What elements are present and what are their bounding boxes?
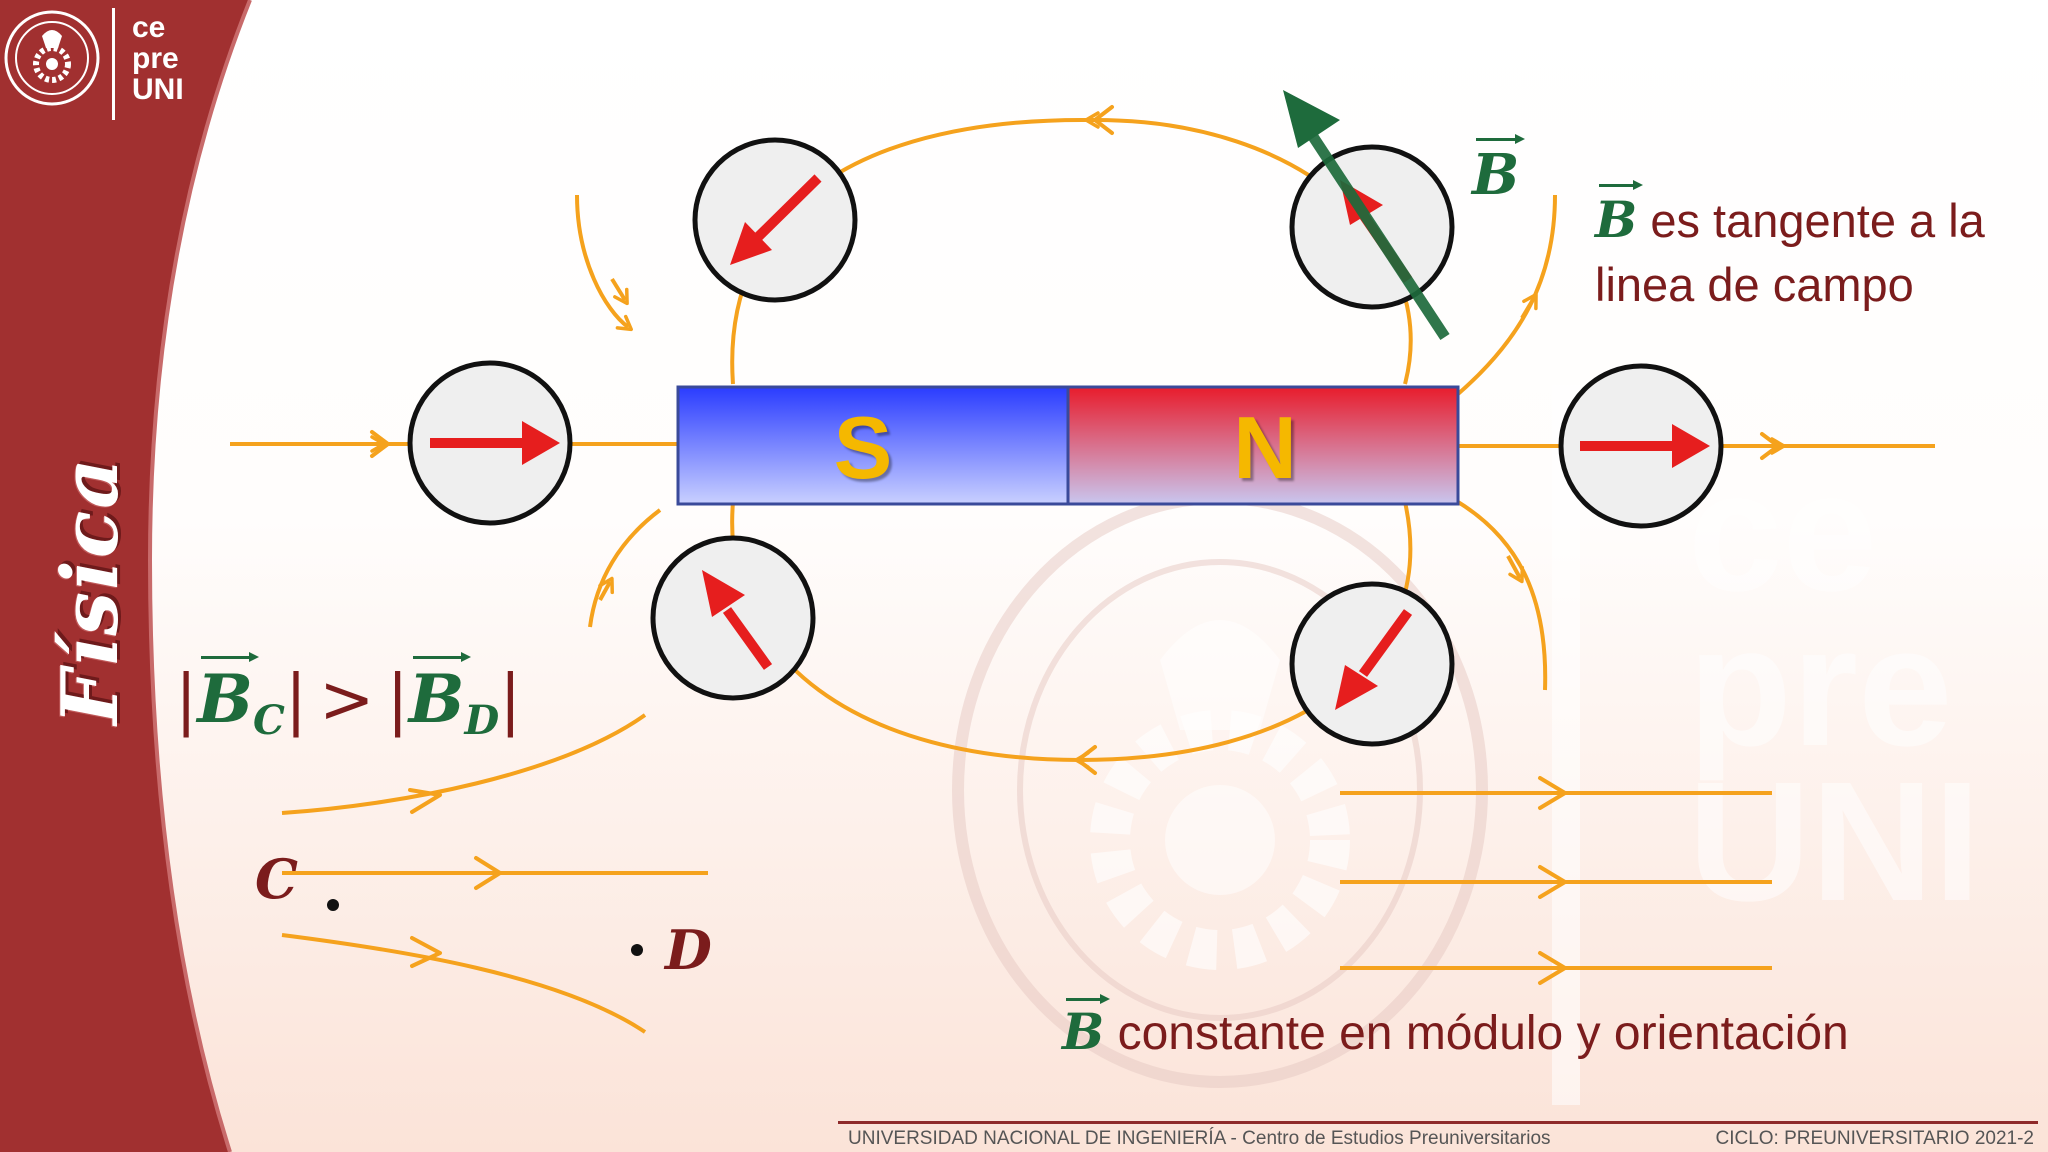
- field-lines-uniform: [1340, 791, 1772, 970]
- watermark-line-pre: pre: [1688, 592, 1953, 782]
- constant-caption-b-symbol: B: [1062, 994, 1111, 1061]
- compare-sub-d: D: [464, 697, 500, 744]
- constant-caption-text: constante en módulo y orientación: [1117, 1007, 1849, 1060]
- field-lines-converging: [281, 713, 708, 1034]
- point-c-dot: [327, 899, 339, 911]
- field-arrow-marks: [370, 105, 1780, 775]
- compass-bottom-right: [1289, 581, 1455, 747]
- field-magnitude-comparison: |BC|>|BD|: [175, 652, 521, 744]
- uniform-arrow-marks: [1538, 776, 1567, 985]
- b-vector-symbol: B: [1472, 134, 1526, 208]
- field-line-lower-left: [588, 508, 662, 628]
- watermark-line-uni: UNI: [1688, 747, 1981, 937]
- field-line-upper-right-outer: [1520, 292, 1538, 320]
- footer: UNIVERSIDAD NACIONAL DE INGENIERÍA - Cen…: [838, 1121, 2038, 1150]
- tangent-caption-line1: es tangente a la: [1650, 194, 1985, 247]
- university-seal-icon: [4, 10, 100, 106]
- footer-center: Centro de Estudios Preuniversitarios: [1242, 1128, 1551, 1149]
- logo-line-uni: UNI: [132, 73, 184, 106]
- magnet-south-label: S: [834, 398, 893, 497]
- tangent-caption: B es tangente a la linea de campo: [1595, 180, 1985, 317]
- tangent-caption-b-symbol: B: [1595, 180, 1644, 252]
- footer-university: UNIVERSIDAD NACIONAL DE INGENIERÍA: [848, 1128, 1226, 1149]
- magnet-north-label: N: [1233, 398, 1297, 497]
- logo-text: ce pre UNI: [132, 12, 184, 105]
- point-d-label: D: [665, 918, 712, 982]
- field-line-lower-right: [1456, 500, 1548, 691]
- footer-separator: -: [1230, 1128, 1237, 1149]
- watermark-line-ce: ce: [1688, 437, 1878, 627]
- field-line-upper-left-outer: [610, 277, 629, 306]
- compass-top-left: [692, 137, 858, 303]
- footer-left: UNIVERSIDAD NACIONAL DE INGENIERÍA - Cen…: [848, 1126, 1551, 1152]
- bar-magnet: S N: [676, 385, 1460, 506]
- field-line-lower-left-outer: [598, 576, 614, 601]
- magnet-south-pole: [676, 385, 1070, 506]
- b-vector-label: B: [1472, 134, 1526, 208]
- logo-divider: [112, 8, 115, 120]
- logo-line-ce: ce: [132, 11, 166, 44]
- field-line-upper-left: [575, 194, 633, 332]
- compare-b-d: B: [409, 652, 471, 738]
- point-c-label: C: [255, 847, 298, 911]
- watermark-divider: [1552, 385, 1580, 1105]
- compare-operator: >: [319, 661, 375, 738]
- field-line-upper-right: [1456, 194, 1557, 396]
- watermark-seal-icon: [952, 492, 1488, 1088]
- compare-b-c: B: [197, 652, 259, 738]
- converging-arrow-marks: [408, 788, 502, 968]
- compare-sub-c: C: [253, 697, 285, 744]
- point-d-dot: [631, 944, 643, 956]
- logo-line-pre: pre: [132, 42, 179, 75]
- field-line-lower-right-outer: [1506, 555, 1525, 584]
- compass-left: [407, 360, 573, 526]
- converging-line-top: [281, 713, 647, 815]
- compass-right: [1558, 363, 1724, 529]
- converging-line-bottom: [281, 933, 647, 1034]
- constant-caption: B constante en módulo y orientación: [1062, 994, 1849, 1061]
- watermark-text: ce pre UNI: [1688, 437, 1981, 937]
- compass-bottom-left: [650, 535, 816, 701]
- footer-cycle: CICLO: PREUNIVERSITARIO 2021-2: [1715, 1128, 2034, 1149]
- b-vector-arrow: [1283, 90, 1450, 341]
- magnet-north-pole: [1066, 385, 1460, 506]
- sidebar-band: [0, 0, 252, 1152]
- tangent-caption-line2: linea de campo: [1595, 258, 1914, 311]
